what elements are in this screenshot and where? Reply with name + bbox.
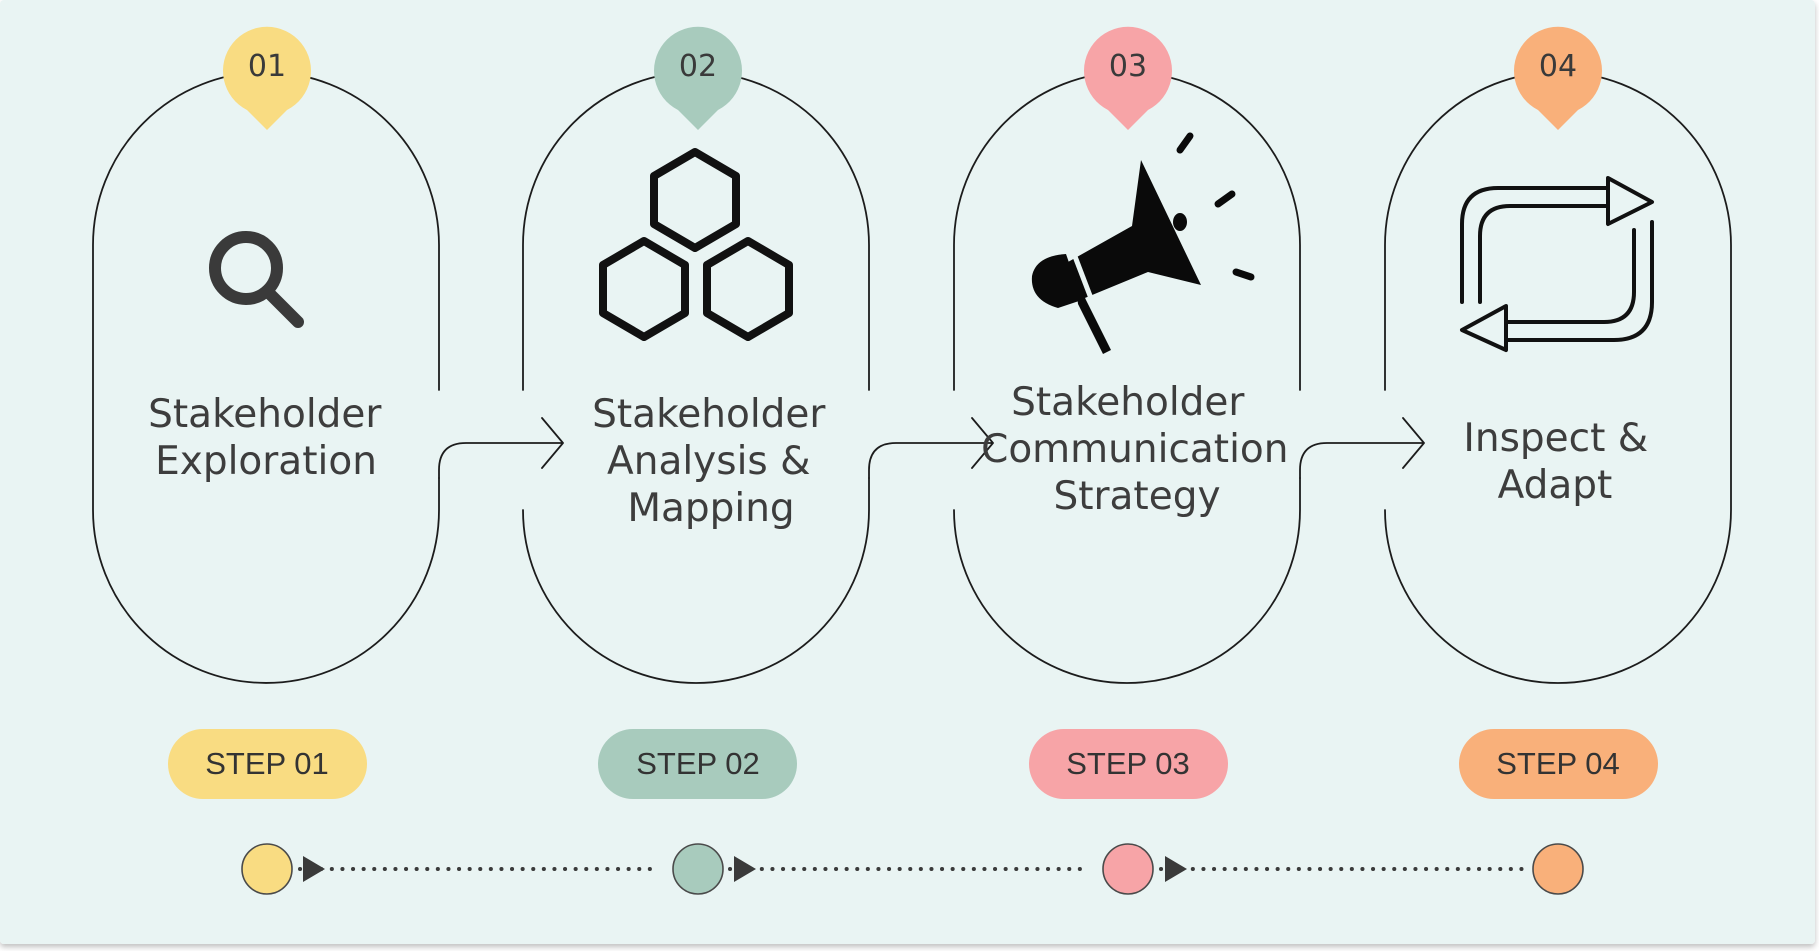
step-02-pill: STEP 02: [598, 729, 797, 799]
pin-03-number: 03: [1109, 49, 1147, 84]
step-01-pill: STEP 01: [168, 729, 367, 799]
pin-01: 01: [223, 26, 311, 131]
timeline-arrow-3: [1165, 856, 1187, 882]
search-icon: [209, 231, 304, 328]
pin-02: 02: [654, 26, 742, 131]
pin-04: 04: [1514, 26, 1602, 130]
timeline-node-1: [241, 843, 293, 895]
step-titles: Stakeholder Exploration Stakeholder Anal…: [148, 380, 1660, 531]
step-4-title: Inspect & Adapt: [1463, 416, 1660, 508]
step-1-title: Stakeholder Exploration: [148, 392, 394, 484]
step-04-label: STEP 04: [1496, 746, 1620, 781]
step-04-pill: STEP 04: [1459, 729, 1658, 799]
timeline-node-3: [1102, 843, 1154, 895]
megaphone-icon: [1031, 132, 1255, 354]
timeline-node-2: [672, 843, 724, 895]
timeline: [241, 843, 1584, 895]
step-3-title: Stakeholder Communication Strategy: [981, 380, 1301, 519]
pin-02-number: 02: [679, 49, 717, 84]
step-4-outline: [1384, 71, 1732, 684]
pin-01-number: 01: [248, 49, 286, 84]
step-pills: STEP 01 STEP 02 STEP 03 STEP 04: [168, 729, 1658, 799]
pin-01-shape: [223, 26, 311, 131]
timeline-arrow-2: [734, 856, 756, 882]
connector-1-2: [438, 417, 564, 479]
step-01-label: STEP 01: [205, 746, 329, 781]
pin-04-number: 04: [1539, 49, 1577, 84]
step-2-title: Stakeholder Analysis & Mapping: [592, 392, 838, 531]
step-03-label: STEP 03: [1066, 746, 1190, 781]
number-pins: 01 02 03 04: [223, 26, 1602, 131]
step-03-pill: STEP 03: [1029, 729, 1228, 799]
connector-2-3: [868, 417, 994, 479]
step-1-outline: [92, 71, 440, 684]
timeline-arrow-1: [303, 856, 325, 882]
pin-03: 03: [1084, 26, 1172, 131]
timeline-node-4: [1532, 843, 1584, 895]
hexagons-icon: [599, 148, 793, 341]
loop-arrows-icon: [1460, 176, 1654, 352]
step-02-label: STEP 02: [636, 746, 760, 781]
connector-3-4: [1299, 417, 1425, 479]
